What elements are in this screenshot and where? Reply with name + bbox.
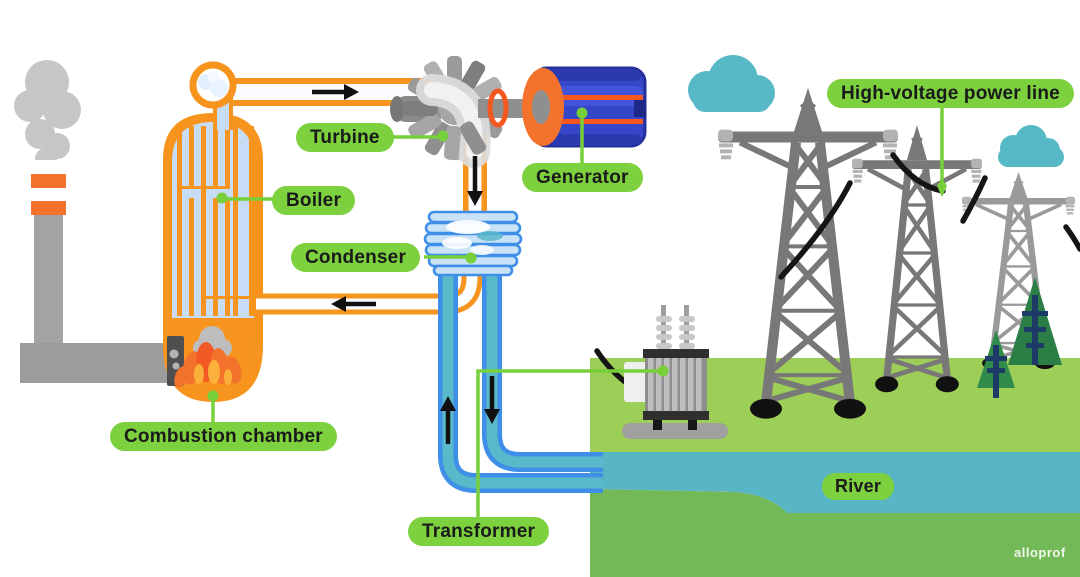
- tree-icon: [977, 330, 1015, 398]
- bushing-icon: [656, 305, 695, 353]
- label-boiler: Boiler: [272, 186, 356, 215]
- steam-dome-icon: [189, 61, 237, 109]
- chimney-icon: [31, 160, 66, 350]
- cooling-water-intake-pipe: [438, 262, 603, 493]
- exhaust-duct: [20, 343, 170, 383]
- label-combustion-chamber: Combustion chamber: [110, 422, 337, 451]
- label-high-voltage-power-line: High-voltage power line: [827, 79, 1074, 108]
- label-turbine: Turbine: [296, 123, 394, 152]
- condenser-icon: [423, 210, 523, 277]
- flow-arrow-water-down: [484, 376, 500, 424]
- label-generator: Generator: [522, 163, 643, 192]
- boiler-icon: [163, 61, 263, 402]
- generator-icon: [478, 66, 647, 148]
- label-transformer: Transformer: [408, 517, 550, 546]
- flow-arrow-steam-right: [312, 84, 359, 100]
- flow-arrow-return-left: [331, 296, 376, 312]
- cloud-icon: [998, 125, 1064, 167]
- flow-arrow-down-to-condenser: [467, 156, 483, 206]
- flame-icon: [174, 342, 242, 388]
- riverbank: [590, 489, 1080, 577]
- flow-arrow-water-up: [440, 396, 456, 444]
- label-condenser: Condenser: [291, 243, 421, 272]
- label-river: River: [822, 473, 895, 500]
- power-pylon-icon: [852, 125, 982, 392]
- tree-icon: [1008, 277, 1062, 365]
- cloud-icon: [688, 55, 775, 112]
- alloprof-watermark: alloprof: [1014, 545, 1066, 560]
- cooling-water-outflow-pipe: [482, 262, 603, 472]
- smoke-plume-icon: [14, 60, 81, 170]
